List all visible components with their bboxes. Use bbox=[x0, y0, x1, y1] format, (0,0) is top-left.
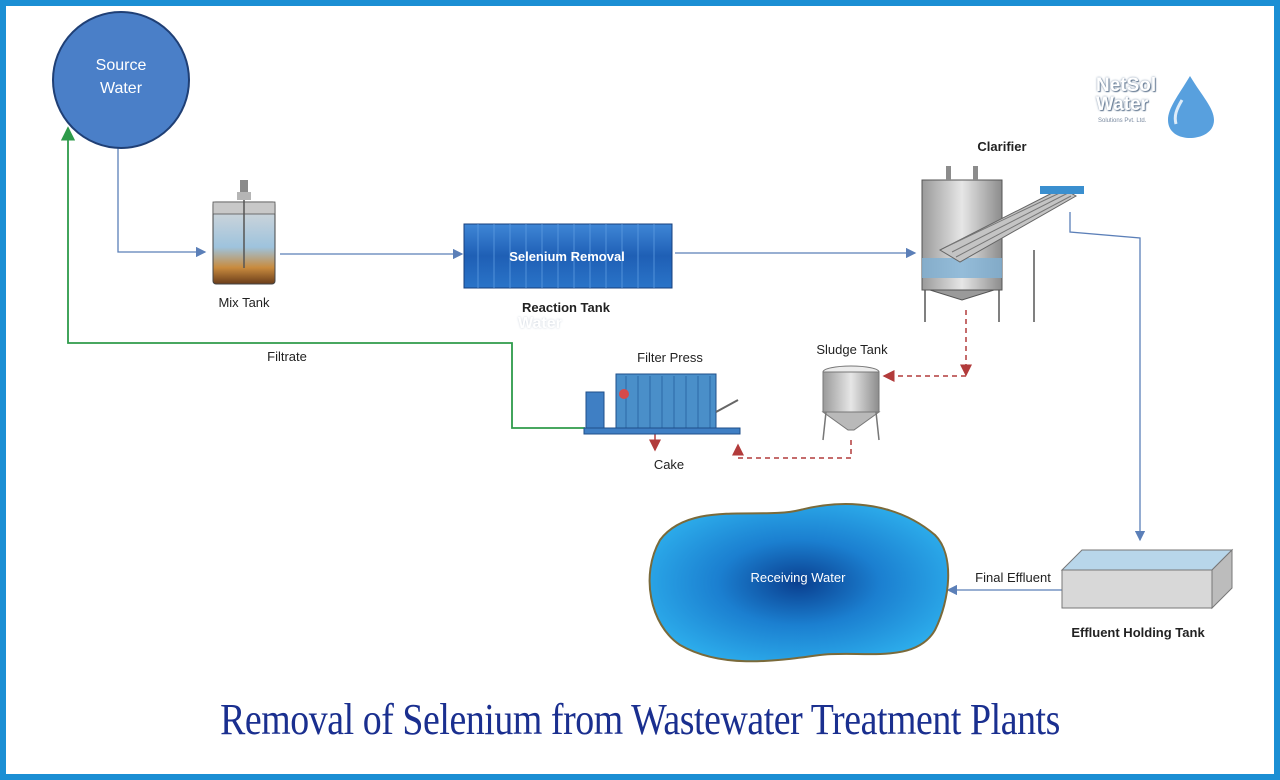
clarifier-launder bbox=[1040, 186, 1084, 194]
sludge-tank-node: Sludge Tank bbox=[816, 342, 888, 441]
logo-brand: NetSol Water bbox=[1096, 75, 1157, 115]
reaction-tank-node: Selenium Removal Reaction Tank bbox=[463, 223, 673, 315]
clarifier-legs bbox=[924, 250, 1035, 322]
holding-tank-top bbox=[1060, 549, 1234, 571]
source-water-label-2: Water bbox=[100, 80, 143, 97]
clarifier-label: Clarifier bbox=[977, 139, 1026, 154]
clarifier-plate-lines bbox=[947, 189, 1072, 258]
clarifier-water bbox=[922, 258, 1002, 278]
holding-tank-front bbox=[1061, 569, 1213, 609]
filter-press-head bbox=[585, 391, 605, 431]
flow-filtrate-return bbox=[60, 126, 585, 429]
sludge-tank-legs bbox=[822, 411, 880, 441]
final-effluent-label: Final Effluent bbox=[975, 570, 1051, 585]
flow-lines bbox=[60, 126, 1146, 596]
reaction-tank-body bbox=[463, 223, 673, 289]
mix-tank-label: Mix Tank bbox=[218, 295, 270, 310]
flow-source-to-mix bbox=[117, 148, 207, 258]
mixer-head bbox=[237, 192, 251, 200]
mixer-motor bbox=[240, 180, 248, 192]
filter-press-plates bbox=[615, 373, 717, 431]
receiving-water-label: Receiving Water bbox=[751, 570, 847, 585]
filtrate-label: Filtrate bbox=[267, 349, 307, 364]
mix-tank-node: Mix Tank bbox=[212, 180, 276, 310]
source-water-circle bbox=[52, 11, 190, 149]
reaction-tank-label: Reaction Tank bbox=[522, 300, 611, 315]
clarifier-cone bbox=[929, 289, 995, 301]
sludge-tank-label: Sludge Tank bbox=[816, 342, 888, 357]
logo-tagline: Solutions Pvt. Ltd. bbox=[1098, 118, 1147, 124]
clarifier-node: Clarifier bbox=[921, 139, 1084, 322]
reaction-tank-ribs bbox=[477, 224, 655, 288]
sludge-tank-cone bbox=[821, 411, 881, 431]
filter-press-node: Filter Press Cake bbox=[583, 350, 741, 472]
effluent-holding-tank-label: Effluent Holding Tank bbox=[1071, 625, 1205, 640]
flow-sludge-to-press bbox=[732, 440, 852, 459]
filter-press-gauge bbox=[619, 389, 629, 399]
page-title: Removal of Selenium from Wastewater Trea… bbox=[220, 695, 1060, 744]
receiving-water-node: Receiving Water bbox=[648, 502, 950, 663]
clarifier-drives bbox=[946, 166, 978, 180]
filter-press-rail bbox=[583, 427, 741, 435]
watermark: Water bbox=[518, 315, 562, 332]
holding-tank-side bbox=[1211, 548, 1233, 610]
filter-press-pipe bbox=[715, 399, 739, 413]
water-drop-icon bbox=[1168, 76, 1214, 138]
netsol-logo: NetSol Water Solutions Pvt. Ltd. bbox=[1090, 70, 1225, 140]
filter-press-label: Filter Press bbox=[637, 350, 703, 365]
filter-press-plate-lines bbox=[625, 376, 711, 428]
source-water-label-1: Source bbox=[96, 57, 147, 74]
source-water-node: Source Water bbox=[52, 11, 190, 149]
flow-clarifier-to-holding bbox=[1069, 212, 1146, 542]
effluent-holding-tank-node: Effluent Holding Tank bbox=[1060, 548, 1234, 640]
receiving-water-pool bbox=[648, 502, 950, 663]
selenium-removal-label: Selenium Removal bbox=[509, 249, 625, 264]
sludge-tank-body bbox=[822, 371, 880, 413]
cake-label: Cake bbox=[654, 457, 684, 472]
